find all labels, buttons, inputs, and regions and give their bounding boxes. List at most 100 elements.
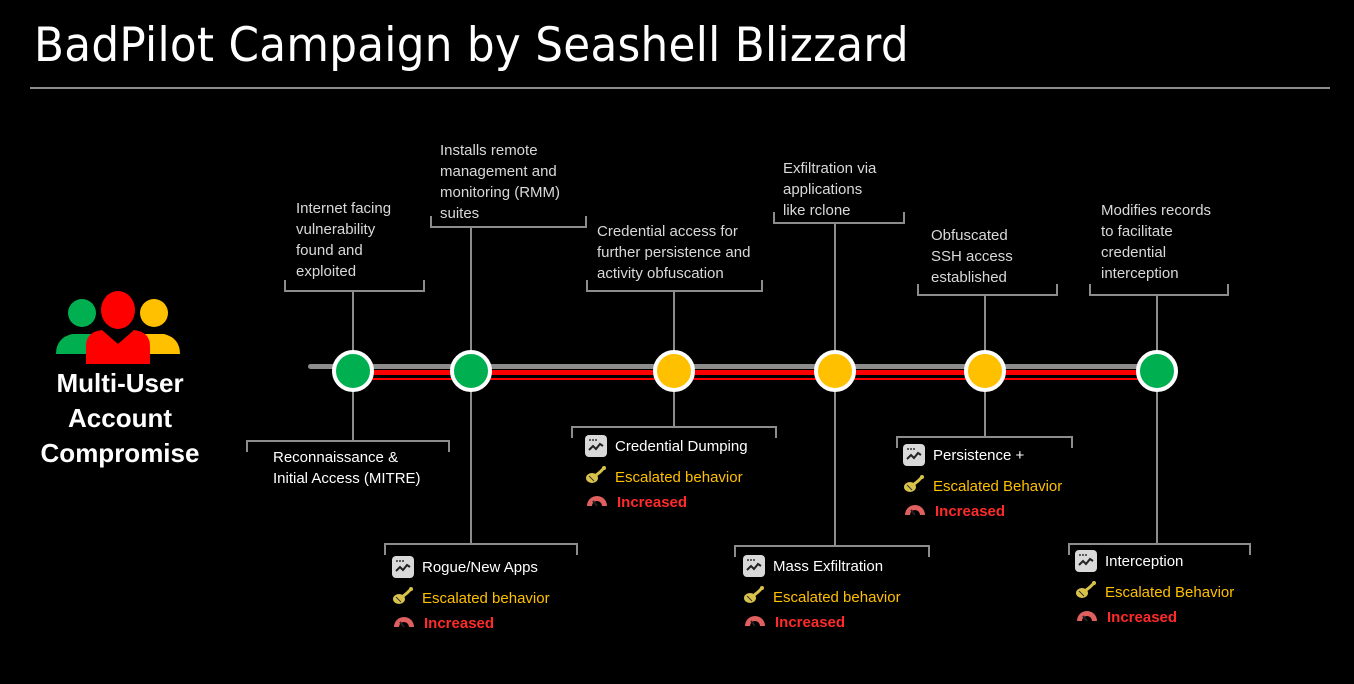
bottom-bracket	[246, 440, 450, 452]
alert-chart-icon	[392, 556, 414, 578]
connector-line-bottom	[1156, 372, 1158, 543]
connector-line-top	[834, 224, 836, 370]
alert-chart-icon	[903, 444, 925, 466]
card-level: Increased	[392, 614, 494, 632]
card-title: Persistence +	[903, 444, 1024, 466]
card-level: Increased	[743, 613, 845, 631]
timeline-node-yellow[interactable]	[964, 350, 1006, 392]
card-level: Increased	[903, 502, 1005, 520]
card-behavior-text: Escalated Behavior	[1105, 583, 1235, 601]
card-behavior-text: Escalated behavior	[422, 589, 550, 607]
card-level-text: Increased	[775, 613, 846, 631]
description-line: interception	[1101, 265, 1179, 282]
description-line: exploited	[296, 263, 357, 280]
card-title-text: Credential Dumping	[615, 437, 748, 455]
top-bracket	[430, 216, 587, 228]
description-line: credential	[1101, 244, 1167, 261]
card-behavior: Escalated behavior	[743, 586, 901, 608]
alert-chart-icon	[585, 435, 607, 457]
gauge-icon	[585, 493, 609, 511]
connector-line-bottom	[470, 372, 472, 543]
card-level-text: Increased	[935, 502, 1006, 520]
description-line: activity obfuscation	[597, 265, 724, 282]
escalation-icon	[743, 586, 765, 608]
alert-chart-icon	[743, 555, 765, 577]
timeline-node-yellow[interactable]	[814, 350, 856, 392]
top-bracket	[1089, 284, 1229, 296]
escalation-icon	[903, 475, 925, 497]
page-title: BadPilot Campaign by Seashell Blizzard	[34, 18, 909, 73]
connector-line-top	[470, 228, 472, 370]
card-behavior: Escalated Behavior	[1075, 581, 1234, 603]
timeline-track-red-thin	[352, 378, 1152, 380]
card-behavior-text: Escalated behavior	[615, 468, 743, 486]
title-divider	[30, 87, 1330, 89]
step-description: Installs remote management and monitoring …	[440, 140, 560, 224]
stage-label-line: Reconnaissance &	[273, 449, 399, 466]
timeline-node-green[interactable]	[450, 350, 492, 392]
description-line: Obfuscated	[931, 227, 1008, 244]
bottom-bracket	[896, 436, 1073, 448]
description-line: SSH access	[931, 248, 1013, 265]
step-description: Credential access for further persistence…	[597, 221, 750, 284]
gauge-icon	[1075, 608, 1099, 626]
description-line: Exfiltration via	[783, 160, 877, 177]
timeline-track-gray	[308, 364, 1153, 369]
connector-line-top	[984, 296, 986, 370]
description-line: further persistence and	[597, 244, 751, 261]
description-line: Credential access for	[597, 223, 738, 240]
gauge-icon	[903, 502, 927, 520]
description-line: Installs remote	[440, 142, 538, 159]
description-line: applications	[783, 181, 863, 198]
step-description: Internet facing vulnerability found and exp…	[296, 198, 391, 282]
card-title-text: Rogue/New Apps	[422, 558, 538, 576]
description-line: Modifies records	[1101, 202, 1212, 219]
description-line: found and	[296, 242, 363, 259]
connector-line-top	[1156, 296, 1158, 370]
top-bracket	[917, 284, 1058, 296]
connector-line-bottom	[984, 372, 986, 436]
card-title-text: Persistence +	[933, 446, 1025, 464]
description-line: Internet facing	[296, 200, 392, 217]
card-behavior-text: Escalated behavior	[773, 588, 901, 606]
timeline-node-yellow[interactable]	[653, 350, 695, 392]
card-behavior: Escalated behavior	[585, 466, 743, 488]
users-group-icon	[56, 291, 180, 364]
card-level-text: Increased	[1107, 608, 1178, 626]
card-title-text: Interception	[1105, 552, 1184, 570]
card-behavior-text: Escalated Behavior	[933, 477, 1063, 495]
description-line: to facilitate	[1101, 223, 1173, 240]
connector-line-bottom	[834, 372, 836, 545]
attack-type-label: Multi-User Account Compromise	[40, 368, 200, 468]
card-level: Increased	[585, 493, 687, 511]
description-line: management and	[440, 163, 557, 180]
bottom-bracket	[571, 426, 777, 438]
gauge-icon	[743, 613, 767, 631]
escalation-icon	[1075, 581, 1097, 603]
connector-line-top	[673, 292, 675, 370]
gauge-icon	[392, 614, 416, 632]
escalation-icon	[392, 587, 414, 609]
card-title: Interception	[1075, 550, 1183, 572]
connector-line-bottom	[673, 372, 675, 426]
timeline-track-red	[352, 370, 1152, 375]
top-bracket	[773, 212, 905, 224]
timeline-node-green[interactable]	[332, 350, 374, 392]
description-line: monitoring (RMM)	[440, 184, 561, 201]
card-behavior: Escalated behavior	[392, 587, 550, 609]
escalation-icon	[585, 466, 607, 488]
step-description: Modifies records to facilitate credential i…	[1101, 200, 1211, 284]
stage-label-line: Initial Access (MITRE)	[273, 470, 421, 487]
card-level-text: Increased	[617, 493, 688, 511]
alert-chart-icon	[1075, 550, 1097, 572]
card-title: Rogue/New Apps	[392, 556, 538, 578]
connector-line-top	[352, 292, 354, 370]
description-line: vulnerability	[296, 221, 376, 238]
stage-label: Reconnaissance & Initial Access (MITRE)	[273, 447, 421, 489]
card-title-text: Mass Exfiltration	[773, 557, 884, 575]
card-level-text: Increased	[424, 614, 495, 632]
card-behavior: Escalated Behavior	[903, 475, 1062, 497]
timeline-node-green[interactable]	[1136, 350, 1178, 392]
